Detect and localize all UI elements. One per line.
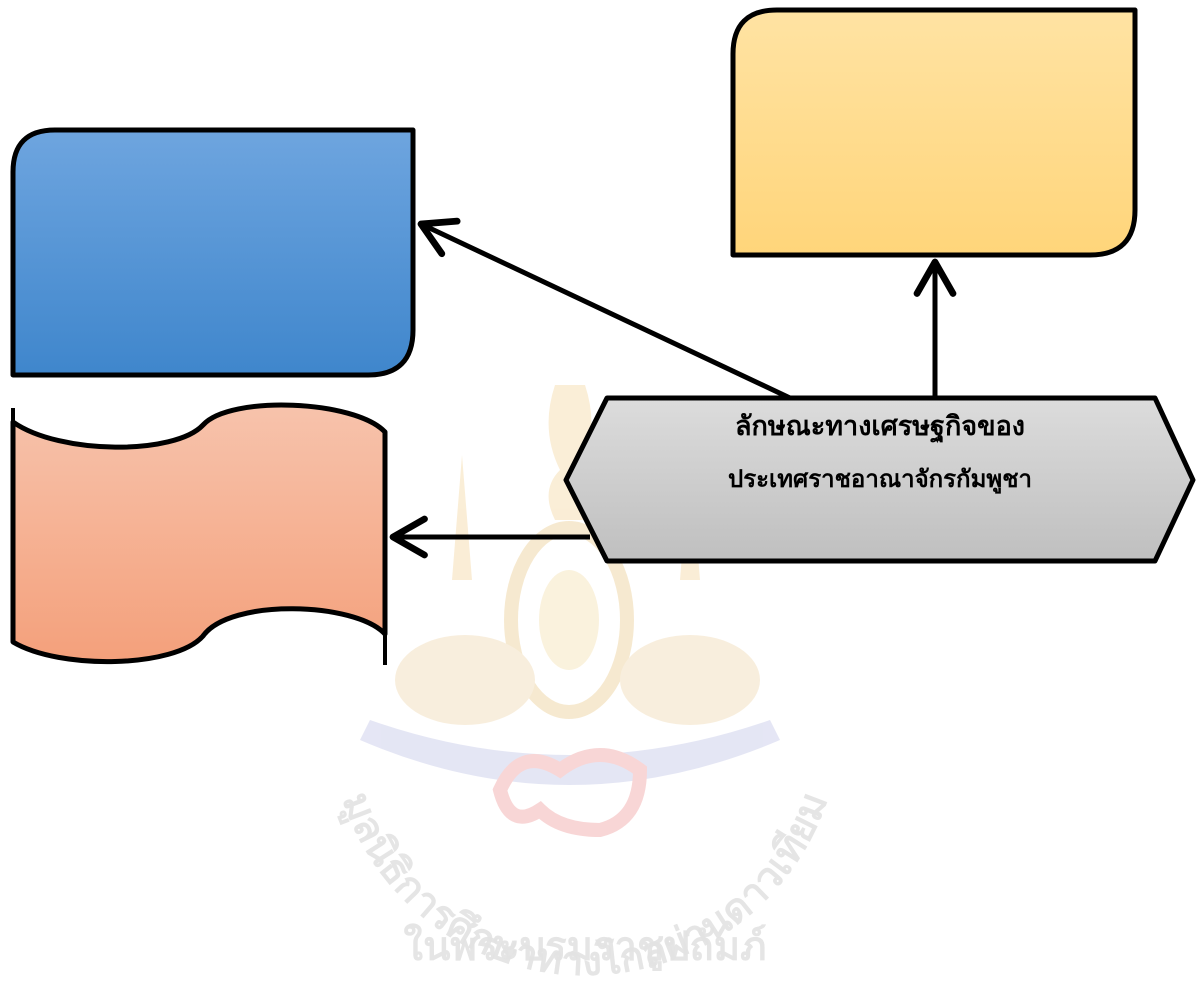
yellow-box: [730, 7, 1138, 258]
center-hexagon: [563, 395, 1196, 564]
salmon-wave-box: [10, 402, 388, 665]
watermark-line2: ในพระบรมราชูปถัมภ์: [404, 923, 767, 971]
arrow-to-blue-box: [417, 217, 792, 401]
blue-box: [10, 127, 416, 378]
watermark-emblem: [360, 385, 780, 838]
